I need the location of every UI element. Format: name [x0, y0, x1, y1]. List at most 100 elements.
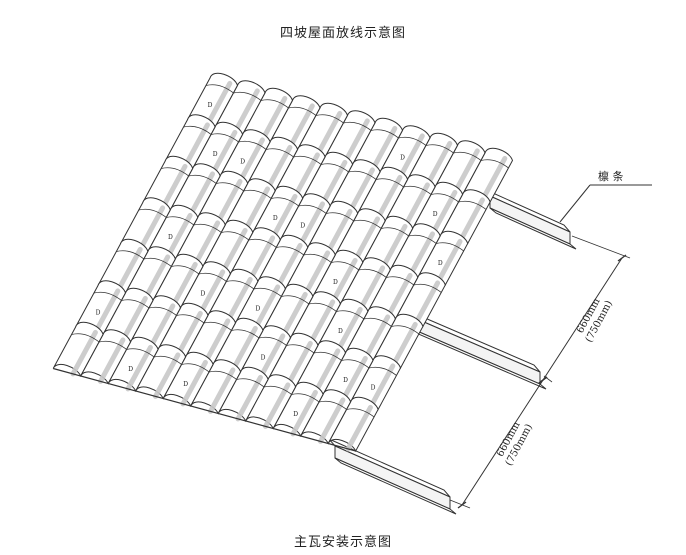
tile-shadow [247, 235, 276, 282]
tile-head-line [181, 363, 210, 373]
tile-shadow [230, 325, 258, 373]
tile-head-line [263, 385, 292, 395]
tile-head-line [348, 170, 377, 180]
tile-shadow [452, 148, 480, 195]
tile-shadow [430, 189, 458, 237]
tile-head-line [161, 167, 189, 177]
tile-shadow [314, 110, 343, 158]
purlin-web [489, 195, 571, 245]
tile-shadow [397, 133, 425, 180]
tile-head-line [260, 99, 289, 109]
tile-shadow [125, 344, 153, 392]
tile-shadow [307, 299, 336, 346]
tile-shadow [259, 95, 288, 143]
tile-shadow [215, 178, 243, 226]
tile-head-line [315, 114, 344, 124]
tile-shadow [385, 272, 413, 320]
tile-head-line [236, 378, 265, 388]
roof-tile [262, 283, 314, 340]
tile-head-line [203, 321, 232, 331]
tile-shadow [147, 303, 176, 350]
tile-head-line [331, 261, 360, 271]
tile-nail-mark: D [168, 234, 173, 241]
tile-head-line [326, 212, 354, 222]
tile-shadow [330, 257, 358, 305]
roof-tile: D [147, 204, 199, 261]
tile-shadow [412, 280, 441, 327]
tile-shadow [297, 201, 325, 248]
tile-shadow [335, 306, 363, 354]
tile-shadow [357, 265, 386, 312]
tile-head-line [303, 253, 332, 263]
tile-shadow [232, 88, 260, 135]
tile-head-line [221, 231, 250, 241]
tile-nail-mark: D [300, 223, 305, 230]
tile-shadow [380, 223, 408, 271]
tile-head-line [288, 106, 317, 116]
tile-head-line [210, 133, 239, 143]
tile-head-line [265, 148, 294, 158]
tile-head-line [208, 370, 237, 380]
tile-shadow [352, 216, 380, 263]
tile-head-line [286, 344, 315, 354]
tile-shadow [280, 291, 308, 339]
tile-head-line [98, 340, 127, 350]
tile-nail-mark: D [213, 151, 218, 158]
tile-nail-mark: D [400, 155, 405, 162]
tile-nail-mark: D [433, 211, 438, 218]
dimension-extension-line [449, 499, 471, 509]
tile-shadow [369, 125, 398, 173]
tile-head-line [93, 291, 122, 301]
tile-shadow [160, 163, 188, 211]
roof-tile: D [107, 336, 159, 393]
tile-nail-mark: D [128, 366, 133, 373]
purlin-bottom-lip [489, 207, 577, 250]
tile-shadow [170, 261, 198, 309]
tile-nail-mark: D [201, 291, 206, 298]
tile-shadow [424, 140, 453, 188]
tile-head-line [363, 317, 392, 327]
tile-shadow [270, 193, 298, 241]
tile-head-line [248, 238, 277, 248]
tile-shadow [345, 404, 373, 452]
tile-head-line [176, 314, 205, 324]
purlin-web [409, 315, 541, 385]
dimension-line [461, 379, 544, 506]
tile-head-line [271, 197, 299, 207]
roof-tile [217, 366, 269, 423]
purlin-callout: 檩 条 [559, 169, 652, 223]
tile-head-line [205, 84, 234, 94]
tile-head-line [398, 136, 427, 146]
tile-shadow [318, 397, 346, 444]
roof-tile [334, 208, 386, 264]
tile-head-line [368, 366, 397, 376]
tile-head-line [126, 348, 155, 358]
tile-shadow [225, 276, 253, 324]
tile-head-line [281, 295, 310, 305]
tile-shadow [407, 231, 435, 278]
tile-nail-mark: D [333, 279, 338, 286]
tile-head-line [138, 208, 167, 218]
tile-shadow [390, 321, 418, 369]
tile-nail-mark: D [273, 215, 278, 222]
tile-shadow [312, 348, 341, 395]
tile-head-line [318, 400, 347, 410]
tile-head-line [320, 163, 349, 173]
tile-head-line [436, 242, 464, 252]
tile-shadow [457, 197, 485, 244]
tile-shadow [367, 363, 396, 410]
tile-head-line [243, 189, 272, 199]
dimension-label-group: 660mm(750mm) [575, 296, 615, 344]
tile-head-line [346, 408, 375, 418]
tile-shadow [287, 103, 315, 150]
tile-shadow [402, 182, 430, 229]
tile-nail-mark: D [343, 377, 348, 384]
tile-shadow [115, 246, 143, 294]
dimension-extension-line [571, 235, 631, 259]
tile-shadow [275, 242, 303, 290]
tile-head-line [253, 287, 282, 297]
tile-head-line [413, 283, 442, 293]
tile-shadow [252, 284, 281, 331]
tile-shadow [98, 337, 126, 384]
callout-leader [559, 184, 591, 223]
